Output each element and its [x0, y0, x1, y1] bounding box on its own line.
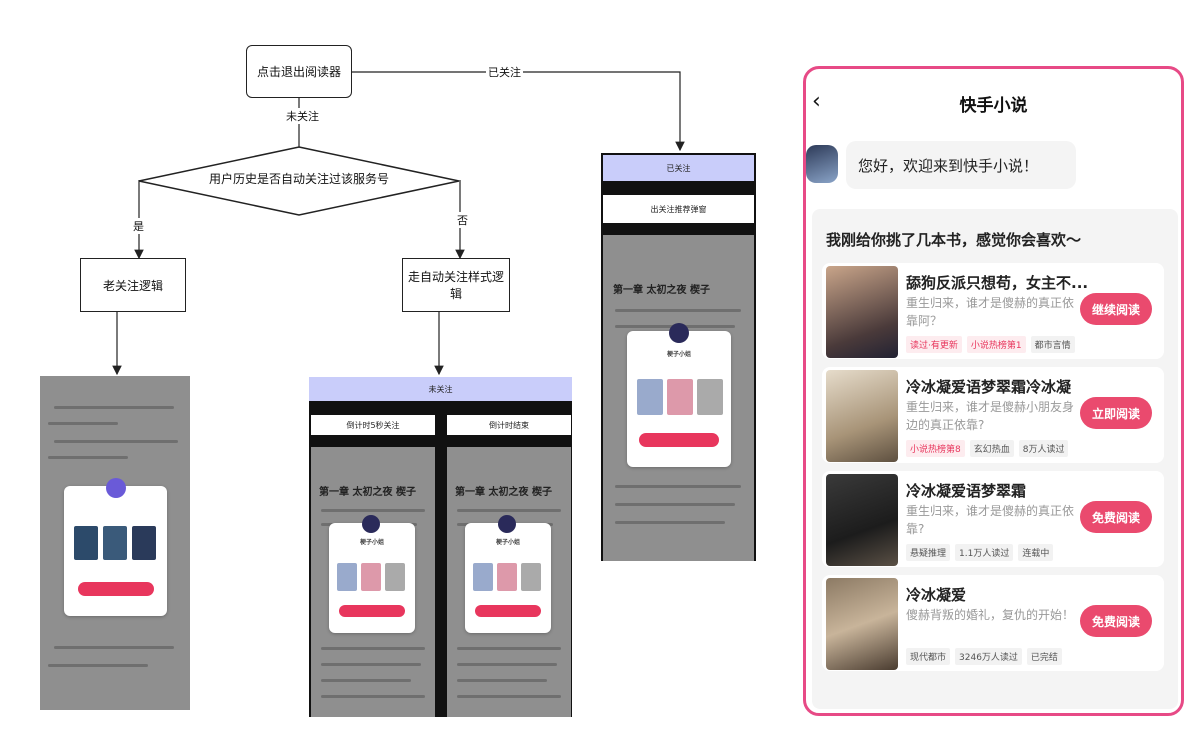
old-logic-screen [40, 376, 190, 710]
book-tags: 悬疑推理 1.1万人读过 连载中 [906, 544, 1054, 561]
book-cover [826, 370, 898, 462]
book-tag: 现代都市 [906, 648, 951, 665]
chapter-title: 第一章 太初之夜 楔子 [455, 487, 552, 498]
book-cover [826, 474, 898, 566]
book-title: 冷冰凝爱语梦翠霜冷冰凝 [906, 378, 1072, 396]
section-title: 我刚给你挑了几本书，感觉你会喜欢～ [826, 231, 1082, 249]
chapter-title: 第一章 太初之夜 楔子 [613, 285, 710, 296]
avatar [806, 145, 838, 183]
book-tag: 3246万人读过 [955, 648, 1022, 665]
book-title: 舔狗反派只想苟，女主不... [906, 274, 1089, 292]
book-tag: 玄幻热血 [969, 440, 1014, 457]
free-read-button[interactable]: 免费阅读 [1080, 501, 1152, 533]
book-tag: 连载中 [1018, 544, 1054, 561]
follow-button[interactable] [78, 582, 154, 596]
recommend-section: 我刚给你挑了几本书，感觉你会喜欢～ 舔狗反派只想苟，女主不... 重生归来，谁才… [812, 209, 1178, 709]
book-tags: 读过·有更新 小说热榜第1 都市言情 [906, 336, 1075, 353]
edge-label-followed: 已关注 [486, 64, 523, 80]
modal-name: 梗子小姐 [359, 539, 384, 546]
book-cover [826, 266, 898, 358]
followed-screen: 已关注 出关注推荐弹窗 第一章 太初之夜 楔子 梗子小姐 [601, 153, 756, 561]
screen-countdown-end: 第一章 太初之夜 楔子 梗子小姐 [447, 447, 571, 717]
modal-name: 梗子小姐 [666, 351, 691, 358]
follow-modal: 梗子小姐 [627, 323, 731, 467]
auto-header: 未关注 [309, 377, 572, 401]
followed-reader: 第一章 太初之夜 楔子 梗子小姐 [603, 235, 754, 561]
back-button[interactable]: ‹ [812, 89, 821, 114]
greeting-bubble: 您好，欢迎来到快手小说！ [846, 141, 1076, 189]
book-desc: 重生归来，谁才是傻赫的真正依靠? [906, 504, 1075, 536]
book-title: 冷冰凝爱 [906, 586, 967, 604]
book-card[interactable]: 舔狗反派只想苟，女主不... 重生归来，谁才是傻赫的真正依靠阿？ 读过·有更新 … [822, 263, 1164, 359]
chapter-title: 第一章 太初之夜 楔子 [319, 487, 416, 498]
book-card[interactable]: 冷冰凝爱语梦翠霜 重生归来，谁才是傻赫的真正依靠? 悬疑推理 1.1万人读过 连… [822, 471, 1164, 567]
book-tag: 都市言情 [1030, 336, 1075, 353]
follow-button[interactable] [339, 605, 405, 617]
followed-header: 已关注 [603, 155, 754, 181]
book-tags: 小说热榜第8 玄幻热血 8万人读过 [906, 440, 1069, 457]
countdown-right: 倒计时结束 [447, 415, 571, 435]
read-now-button[interactable]: 立即阅读 [1080, 397, 1152, 429]
old-logic-node: 老关注逻辑 [80, 258, 186, 312]
book-card[interactable]: 冷冰凝爱 傻赫背叛的婚礼，复仇的开始！ 现代都市 3246万人读过 已完结 免费… [822, 575, 1164, 671]
screen-countdown: 第一章 太初之夜 楔子 梗子小姐 [311, 447, 435, 717]
book-tag: 已完结 [1026, 648, 1062, 665]
book-desc: 重生归来，谁才是傻赫小朋友身边的真正依靠? [906, 400, 1075, 432]
page-title: 快手小说 [959, 96, 1028, 116]
decision-node: 用户历史是否自动关注过该服务号 [208, 172, 389, 186]
book-tag: 读过·有更新 [906, 336, 962, 353]
book-tags: 现代都市 3246万人读过 已完结 [906, 648, 1062, 665]
chevron-left-icon: ‹ [812, 89, 821, 114]
follow-modal: 梗子小姐 [465, 515, 551, 633]
follow-button[interactable] [639, 433, 719, 447]
auto-logic-node: 走自动关注样式逻辑 [402, 258, 510, 312]
book-tag: 1.1万人读过 [955, 544, 1014, 561]
book-desc: 重生归来，谁才是傻赫的真正依靠阿？ [906, 296, 1075, 328]
modal-name: 梗子小姐 [495, 539, 520, 546]
book-card[interactable]: 冷冰凝爱语梦翠霜冷冰凝 重生归来，谁才是傻赫小朋友身边的真正依靠? 小说热榜第8… [822, 367, 1164, 463]
book-tag: 8万人读过 [1018, 440, 1069, 457]
edge-label-no: 否 [455, 212, 470, 228]
edge-label-yes: 是 [131, 218, 146, 234]
free-read-button[interactable]: 免费阅读 [1080, 605, 1152, 637]
followed-popup-label: 出关注推荐弹窗 [603, 195, 754, 223]
countdown-left: 倒计时5秒关注 [311, 415, 435, 435]
continue-reading-button[interactable]: 继续阅读 [1080, 293, 1152, 325]
book-desc: 傻赫背叛的婚礼，复仇的开始！ [906, 608, 1075, 622]
book-tag: 小说热榜第8 [906, 440, 965, 457]
book-tag: 悬疑推理 [906, 544, 951, 561]
book-tag: 小说热榜第1 [966, 336, 1026, 353]
kuaishou-novel-panel: ‹ 快手小说 您好，欢迎来到快手小说！ 我刚给你挑了几本书，感觉你会喜欢～ 舔狗… [803, 66, 1184, 716]
follow-modal: 梗子小姐 [329, 515, 415, 633]
auto-logic-screens: 未关注 倒计时5秒关注 倒计时结束 第一章 太初之夜 楔子 梗子小姐 第一章 太… [309, 377, 572, 717]
edge-label-not-followed: 未关注 [284, 108, 321, 124]
book-title: 冷冰凝爱语梦翠霜 [906, 482, 1027, 500]
start-node: 点击退出阅读器 [246, 45, 352, 98]
follow-modal [64, 478, 167, 616]
book-cover [826, 578, 898, 670]
follow-button[interactable] [475, 605, 541, 617]
